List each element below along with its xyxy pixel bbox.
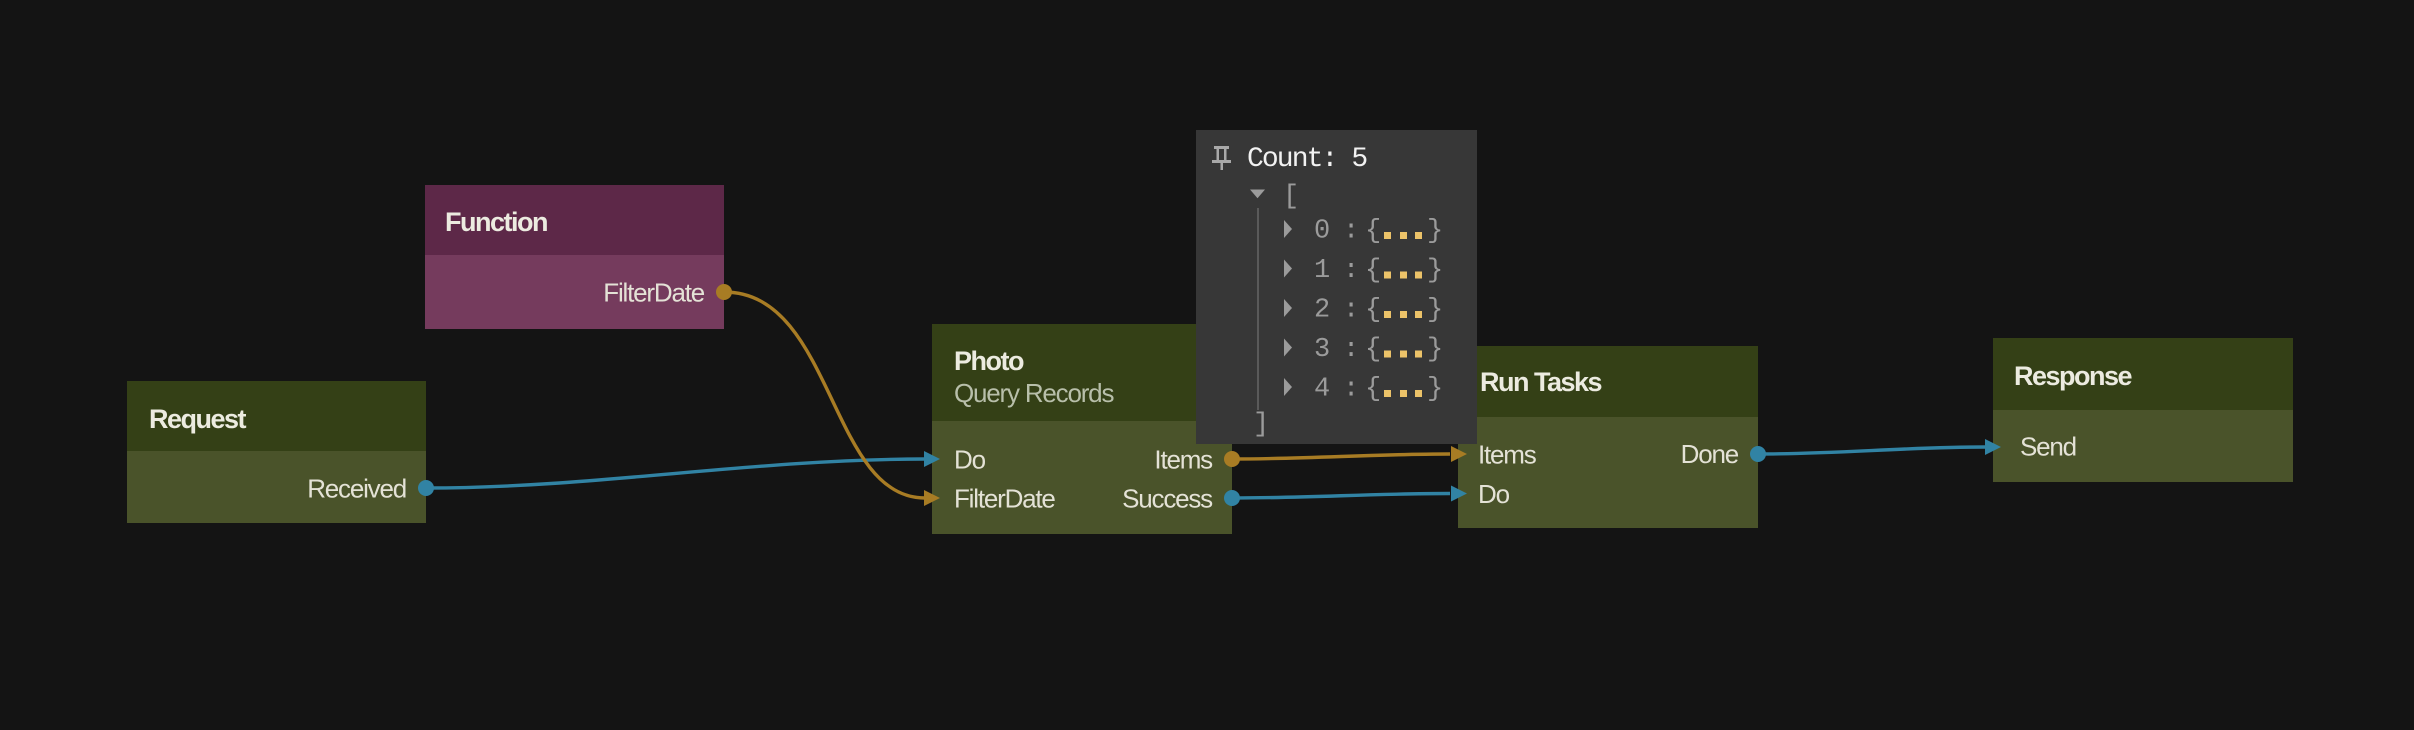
svg-text:Response: Response bbox=[2014, 361, 2133, 391]
svg-text:Request: Request bbox=[149, 404, 247, 434]
svg-text:Done: Done bbox=[1681, 439, 1739, 469]
svg-text:{: { bbox=[1365, 217, 1380, 247]
svg-text:Items: Items bbox=[1478, 440, 1537, 470]
svg-text:{: { bbox=[1365, 296, 1380, 326]
svg-text:Received: Received bbox=[307, 474, 406, 504]
svg-text:[: [ bbox=[1283, 182, 1298, 212]
svg-text:0 :: 0 : bbox=[1314, 217, 1358, 247]
svg-text:Do: Do bbox=[954, 445, 986, 475]
svg-text:}: } bbox=[1427, 335, 1442, 365]
svg-text:Run Tasks: Run Tasks bbox=[1480, 367, 1602, 397]
svg-text:}: } bbox=[1427, 296, 1442, 326]
svg-text:FilterDate: FilterDate bbox=[954, 484, 1055, 514]
svg-text:}: } bbox=[1427, 375, 1442, 405]
svg-text:1 :: 1 : bbox=[1314, 256, 1358, 286]
svg-text:Send: Send bbox=[2020, 432, 2076, 462]
svg-text:2 :: 2 : bbox=[1314, 296, 1358, 326]
svg-text:]: ] bbox=[1253, 410, 1268, 440]
svg-text:Count: 5: Count: 5 bbox=[1247, 144, 1367, 175]
svg-text:Success: Success bbox=[1122, 484, 1213, 514]
svg-text:4 :: 4 : bbox=[1314, 375, 1358, 405]
svg-text:}: } bbox=[1427, 217, 1442, 247]
svg-text:Photo: Photo bbox=[954, 346, 1024, 376]
svg-text:Function: Function bbox=[445, 207, 547, 237]
svg-text:3 :: 3 : bbox=[1314, 335, 1358, 365]
svg-text:Items: Items bbox=[1154, 445, 1213, 475]
svg-text:}: } bbox=[1427, 256, 1442, 286]
svg-text:FilterDate: FilterDate bbox=[603, 278, 704, 308]
svg-text:{: { bbox=[1365, 335, 1380, 365]
svg-text:{: { bbox=[1365, 256, 1380, 286]
svg-text:{: { bbox=[1365, 375, 1380, 405]
svg-text:Do: Do bbox=[1478, 479, 1510, 509]
svg-text:Query Records: Query Records bbox=[954, 378, 1114, 408]
